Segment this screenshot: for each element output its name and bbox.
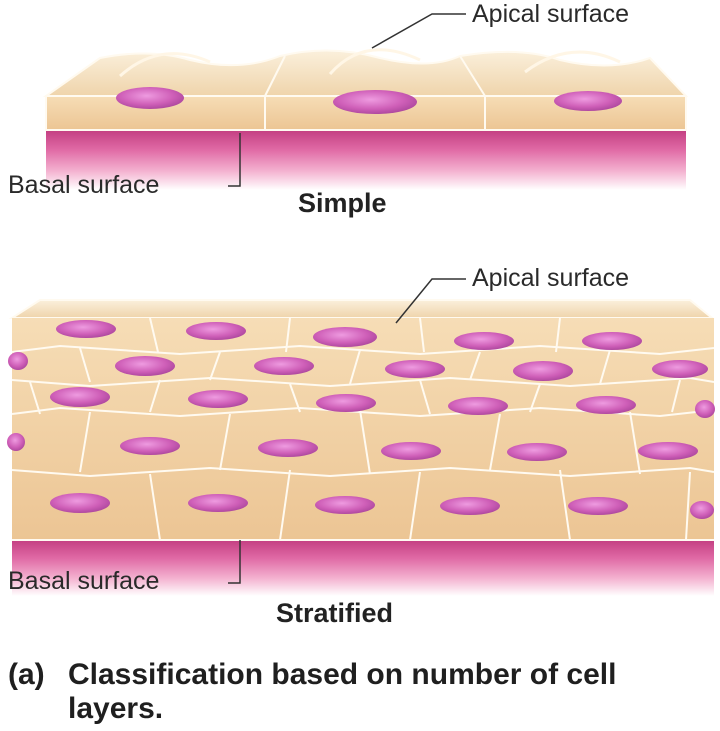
nucleus [507,443,567,461]
nucleus [120,437,180,455]
nucleus [652,360,708,378]
nucleus [116,87,184,109]
stratified-title: Stratified [276,598,394,628]
stratified-basal-label: Basal surface [8,567,160,595]
stratified-apical-label: Apical surface [472,264,630,292]
nucleus [316,394,376,412]
nucleus [8,352,28,370]
nucleus [258,439,318,457]
nucleus [254,357,314,375]
simple-title: Simple [298,188,387,218]
simple-apical-face [42,49,689,97]
nucleus [454,332,514,350]
nucleus [188,390,248,408]
nucleus [7,433,25,451]
nucleus [582,332,642,350]
stratified-basal-leader-line [228,540,241,584]
nucleus [315,496,375,514]
nucleus [313,327,377,347]
nucleus [50,493,110,513]
nucleus [568,497,628,515]
stratified-apical-leader-line [395,278,466,324]
nucleus [186,322,246,340]
simple-epithelium [42,13,689,190]
nucleus [381,442,441,460]
nucleus [576,396,636,414]
nucleus [695,400,715,418]
stratified-epithelium [7,278,715,596]
stratified-basement-membrane [12,538,714,596]
nucleus [50,387,110,407]
simple-apical-leader-line [371,13,466,49]
nucleus [115,356,175,376]
simple-basement-membrane [46,128,686,190]
simple-apical-label: Apical surface [472,0,630,28]
nucleus [690,501,714,519]
nucleus [554,91,622,111]
nucleus [448,397,508,415]
nucleus [638,442,698,460]
nucleus [440,497,500,515]
caption-letter: (a) [8,658,45,691]
stratified-apical-face [8,299,715,319]
stratified-nuclei [7,320,715,519]
nucleus [333,90,417,114]
nucleus [188,494,248,512]
nucleus [385,360,445,378]
caption-text: Classification based on number of cell l… [68,658,617,725]
simple-basal-leader-line [228,133,241,187]
nucleus [513,361,573,381]
simple-basal-label: Basal surface [8,171,160,199]
nucleus [56,320,116,338]
